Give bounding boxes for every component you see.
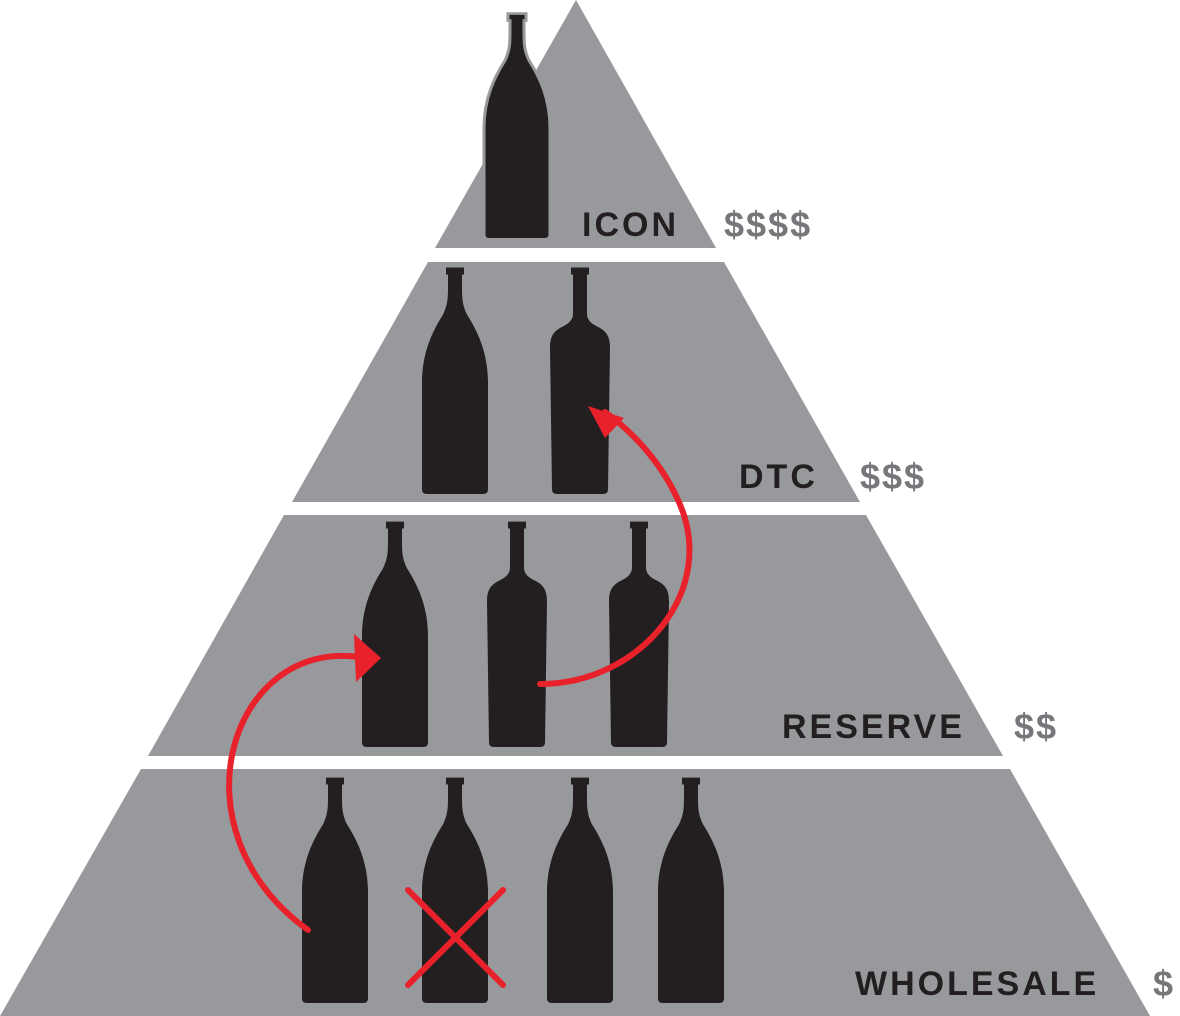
curved-arrow-icon (537, 406, 693, 687)
tier-label-icon: ICON (582, 206, 679, 244)
price-label-dtc: $$$ (860, 456, 926, 497)
price-label-wholesale: $ (1153, 963, 1175, 1004)
tier-label-reserve: RESERVE (782, 708, 965, 746)
price-label-icon: $$$$ (724, 204, 812, 245)
curved-arrow-icon (226, 634, 381, 933)
cross-out-icon (405, 887, 506, 988)
tier-band-reserve (148, 515, 1003, 756)
tier-label-wholesale: WHOLESALE (855, 965, 1099, 1003)
labels: ICON $$$$ DTC $$$ RESERVE $$ WHOLESALE $ (582, 204, 1175, 1004)
price-label-reserve: $$ (1014, 706, 1058, 747)
wine-bottle-icon (482, 12, 552, 241)
tier-label-dtc: DTC (739, 458, 818, 496)
